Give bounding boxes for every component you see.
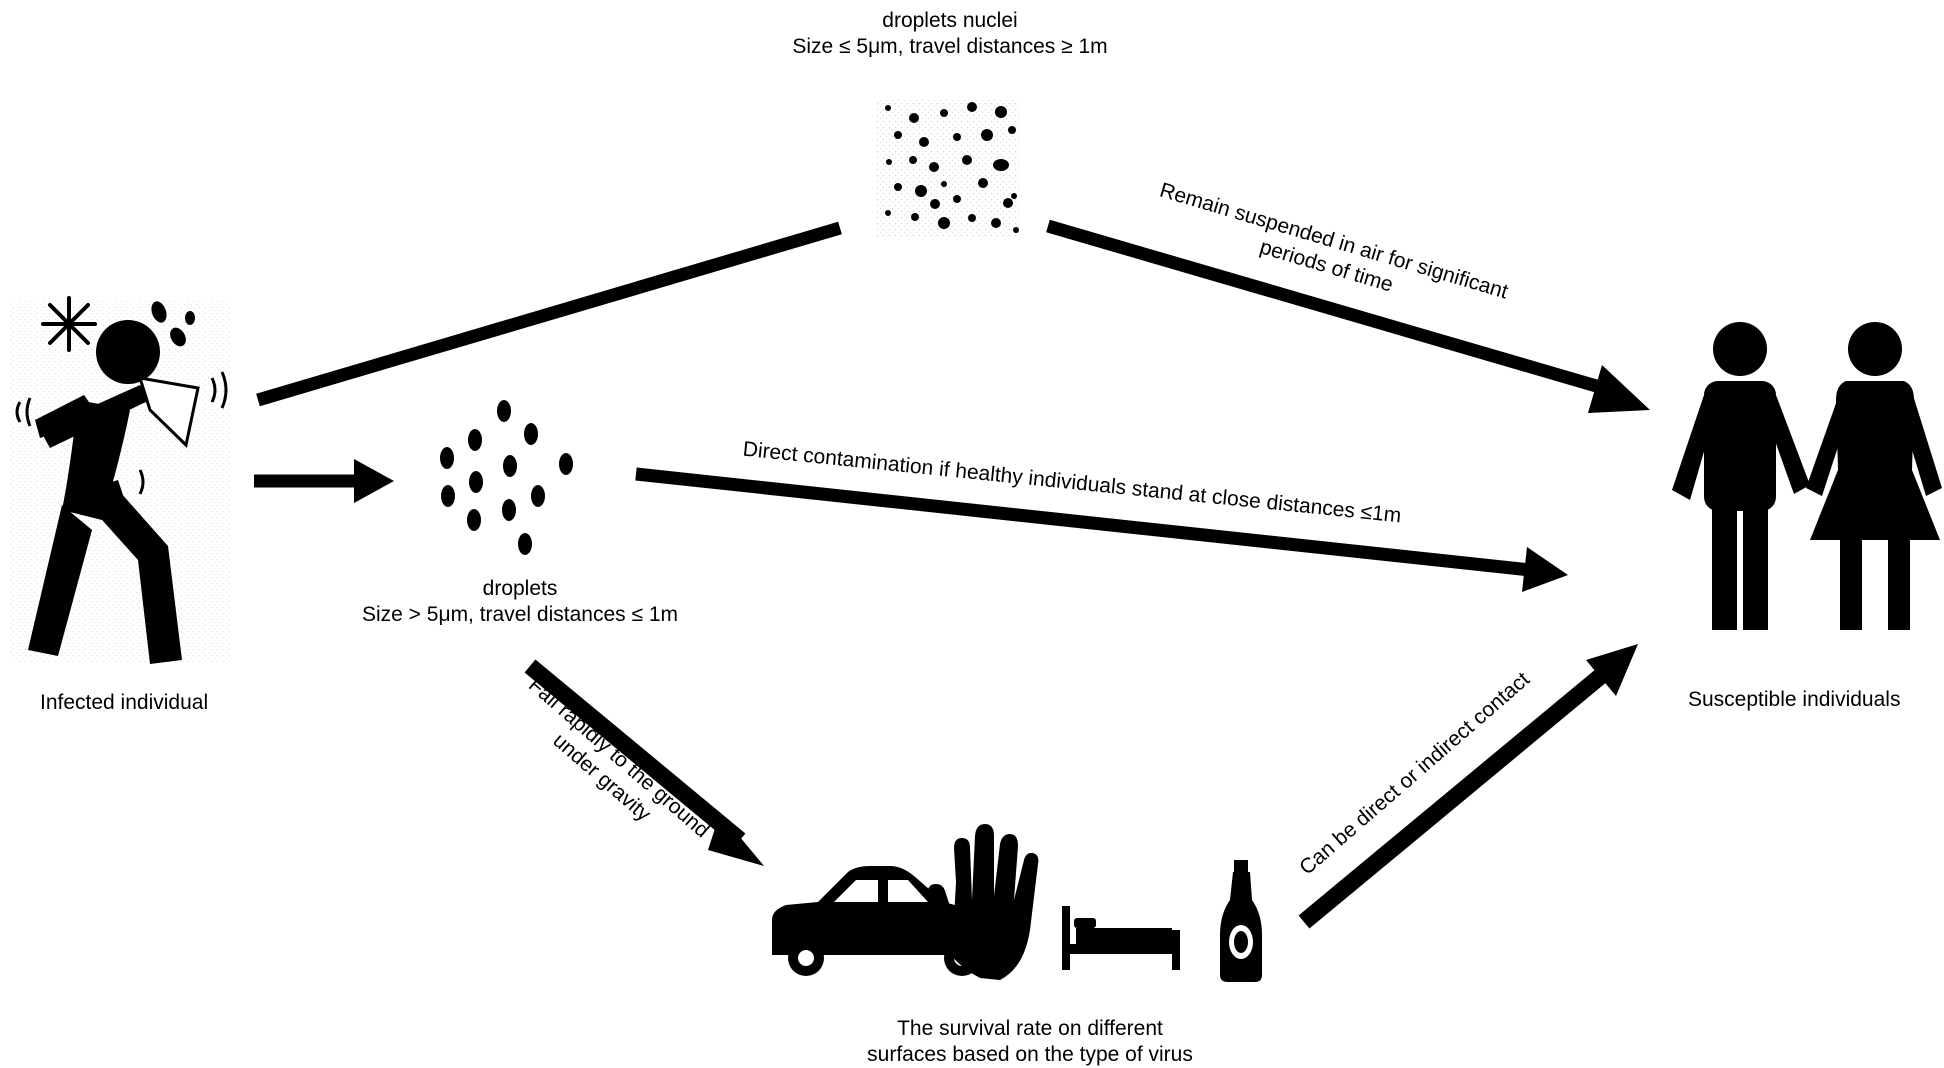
fall-arrow-shaft [524,659,746,847]
droplets-icon [440,400,573,555]
sneezing-person-icon [10,296,232,664]
line-to-droplet-nuclei [256,221,842,407]
irritation-burst-icon [41,296,97,352]
hand-icon [928,824,1039,980]
direct-arrow-shaft [635,467,1531,577]
direct-arrow-head [1522,547,1568,592]
susceptible-individuals-label: Susceptible individuals [1688,688,1901,711]
sweat-drops-icon [151,301,195,347]
arrows [254,219,1650,929]
bottle-icon [1220,860,1262,982]
droplets-title: droplets [482,577,558,600]
contact-arrow-shaft [1298,663,1614,929]
droplet-nuclei-size: Size ≤ 5μm, travel distances ≥ 1m [792,35,1108,58]
surfaces-label: The survival rate on different surfaces … [810,1016,1250,1068]
bed-icon [1062,906,1180,970]
surfaces-line-2: surfaces based on the type of virus [867,1043,1193,1066]
arrow-to-droplets-head [354,459,394,503]
airborne-arrow-head [1588,365,1650,413]
contact-arrow-head [1586,644,1638,696]
fall-arrow-head [708,813,764,866]
droplets-size: Size > 5μm, travel distances ≤ 1m [362,603,678,626]
droplets-label: droplets Size > 5μm, travel distances ≤ … [320,576,720,628]
droplet-nuclei-title: droplets nuclei [882,9,1018,32]
couple-icon [1672,322,1942,630]
infected-individual-label: Infected individual [40,691,209,714]
airborne-arrow-shaft [1046,219,1612,397]
surfaces-line-1: The survival rate on different [897,1017,1163,1040]
droplet-nuclei-label: droplets nuclei Size ≤ 5μm, travel dista… [690,8,1210,60]
droplet-nuclei-icon [876,100,1020,238]
